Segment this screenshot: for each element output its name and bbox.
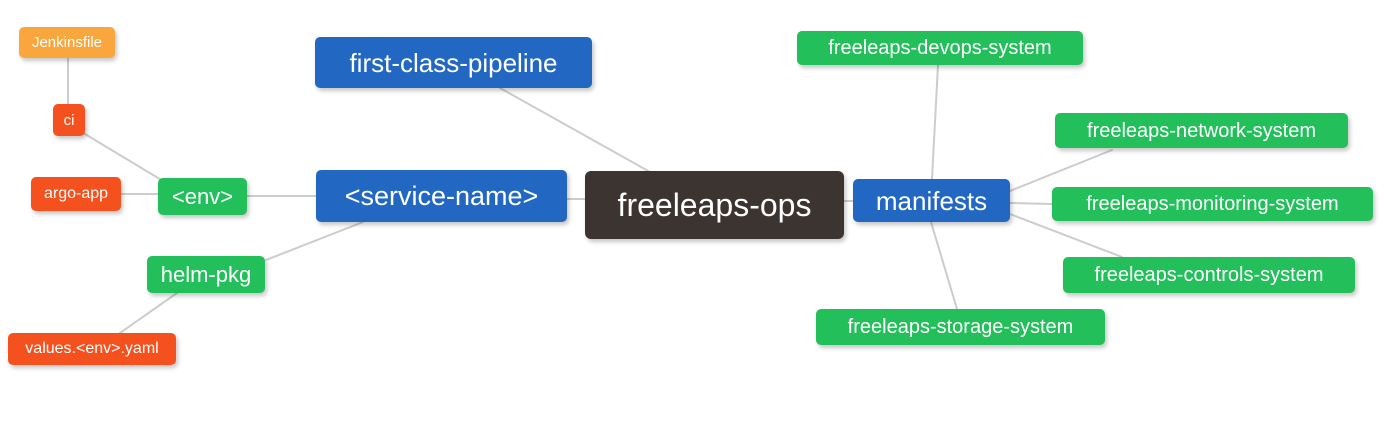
edge-manifests-devops	[931, 64, 939, 180]
node-argo-app[interactable]: argo-app	[31, 177, 121, 211]
node-freeleaps-controls-system[interactable]: freeleaps-controls-system	[1063, 257, 1355, 293]
node-freeleaps-monitoring-system[interactable]: freeleaps-monitoring-system	[1052, 187, 1373, 221]
node-ci[interactable]: ci	[53, 104, 85, 136]
node-service-name[interactable]: <service-name>	[316, 170, 567, 222]
edge-manifests-network	[1009, 149, 1113, 192]
edge-manifests-storage	[930, 221, 958, 310]
node-values-env-yaml[interactable]: values.<env>.yaml	[8, 333, 176, 365]
edge-ci-env	[79, 130, 164, 182]
node-first-class-pipeline[interactable]: first-class-pipeline	[315, 37, 592, 88]
node-env[interactable]: <env>	[158, 178, 247, 215]
node-jenkinsfile[interactable]: Jenkinsfile	[19, 27, 115, 58]
node-freeleaps-devops-system[interactable]: freeleaps-devops-system	[797, 31, 1083, 65]
edge-pipeline-ops	[499, 87, 651, 173]
edge-servicename-helmpkg	[265, 221, 364, 261]
edge-helmpkg-values	[119, 292, 178, 334]
node-freeleaps-storage-system[interactable]: freeleaps-storage-system	[816, 309, 1105, 345]
node-helm-pkg[interactable]: helm-pkg	[147, 256, 265, 293]
node-freeleaps-ops-root[interactable]: freeleaps-ops	[585, 171, 844, 239]
node-freeleaps-network-system[interactable]: freeleaps-network-system	[1055, 113, 1348, 148]
edge-manifests-monitoring	[1009, 202, 1053, 205]
edge-manifests-controls	[1009, 213, 1123, 258]
node-manifests[interactable]: manifests	[853, 179, 1010, 222]
